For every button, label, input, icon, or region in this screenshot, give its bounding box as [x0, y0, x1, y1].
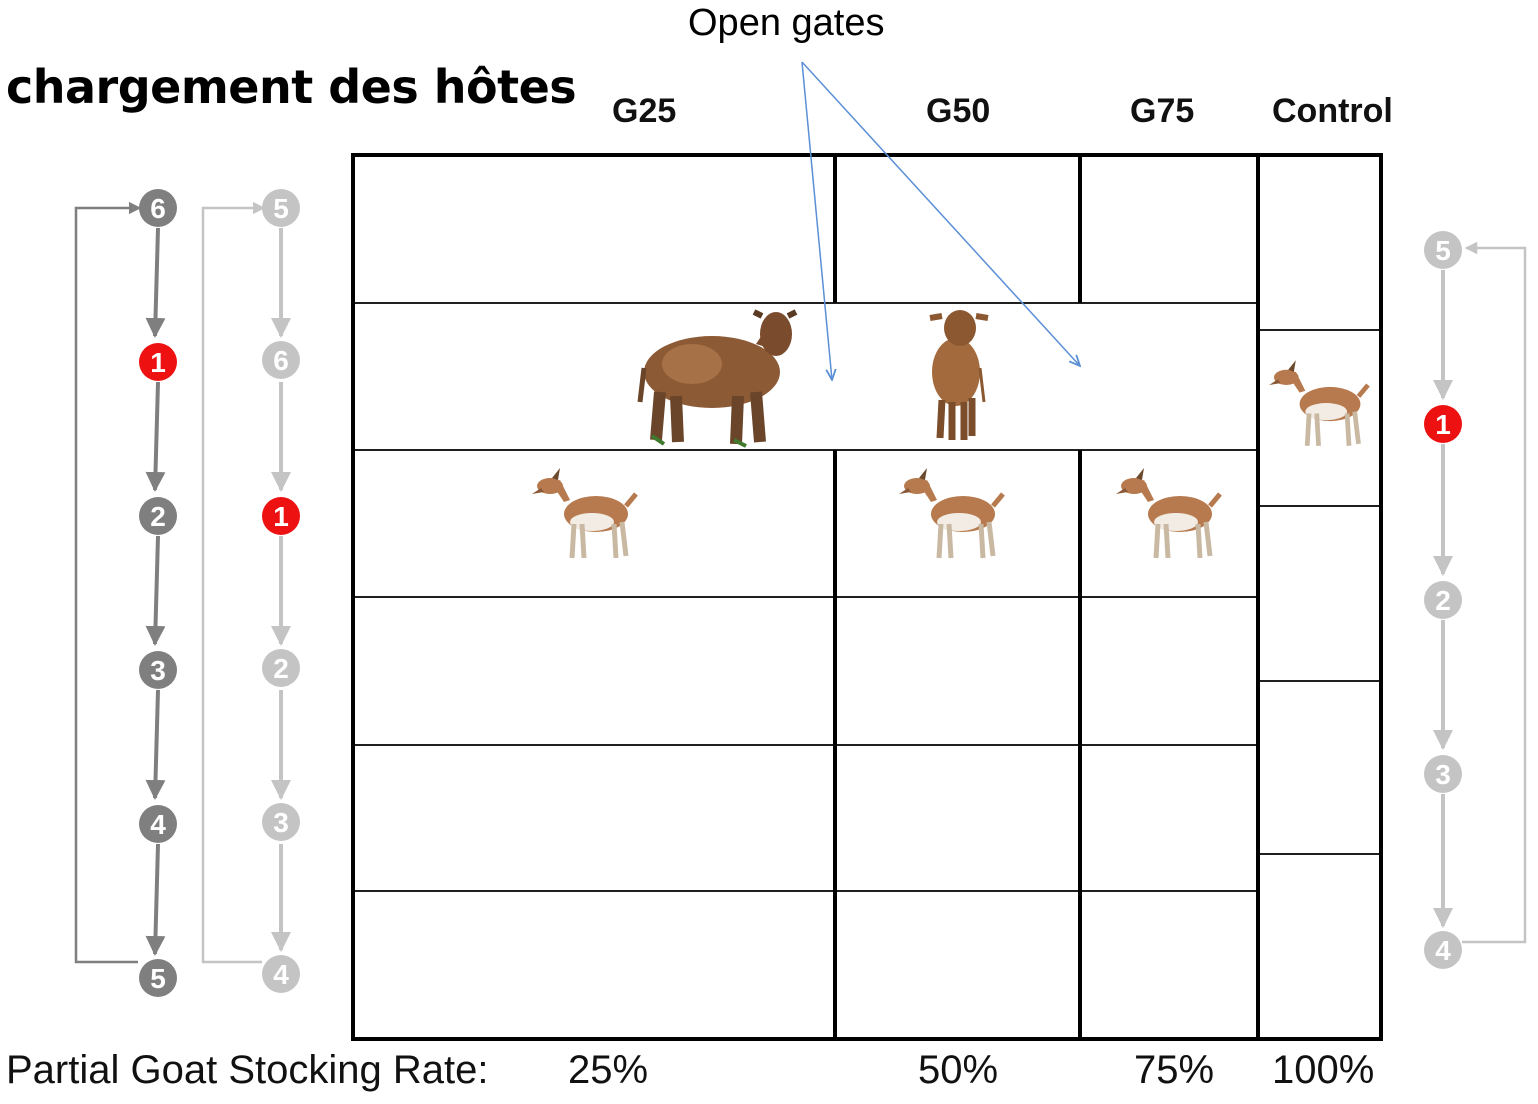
rotation-dark-node-label: 2: [150, 501, 166, 532]
rotation-dark-node-label: 3: [150, 655, 166, 686]
rotation-dark-node-label: 4: [150, 809, 166, 840]
rotation-light-node-label: 5: [273, 193, 289, 224]
rotation-dark-node-label: 5: [150, 963, 166, 994]
paddock-grid: [351, 153, 1383, 1041]
rotation-light-node-label: 1: [273, 501, 289, 532]
rotation-control: [1424, 231, 1527, 969]
column-label-control: Control: [1272, 92, 1393, 130]
rotation-light-node-label: 3: [273, 807, 289, 838]
column-label-g25: G25: [612, 92, 677, 130]
rotation-control-node-label: 1: [1435, 409, 1451, 440]
rotation-control-node-label: 5: [1435, 235, 1451, 266]
open-gates-label: Open gates: [688, 2, 885, 44]
column-label-g50: G50: [926, 92, 991, 130]
rotation-light-node-label: 2: [273, 653, 289, 684]
rotation-control-node-label: 2: [1435, 585, 1451, 616]
rotation-dark-node-label: 6: [150, 193, 166, 224]
calf-icon: [929, 310, 989, 440]
open-gates-arrows: [801, 61, 1080, 380]
rotation-control-node-label: 4: [1435, 935, 1451, 966]
rate-g75: 75%: [1134, 1048, 1215, 1092]
rate-control: 100%: [1272, 1048, 1375, 1092]
rotation-light-node-label: 6: [273, 345, 289, 376]
rotation-light-node-label: 4: [273, 959, 289, 990]
stocking-rate-label: Partial Goat Stocking Rate:: [6, 1048, 489, 1092]
rotation-control-node-label: 3: [1435, 759, 1451, 790]
column-label-g75: G75: [1130, 92, 1195, 130]
rate-g25: 25%: [568, 1048, 649, 1092]
page-title: chargement des hôtes: [6, 60, 577, 114]
rate-g50: 50%: [918, 1048, 999, 1092]
rotation-dark: [74, 189, 177, 997]
rotation-light: [201, 189, 300, 993]
cow-icon: [637, 309, 798, 448]
rotation-dark-node-label: 1: [150, 347, 166, 378]
